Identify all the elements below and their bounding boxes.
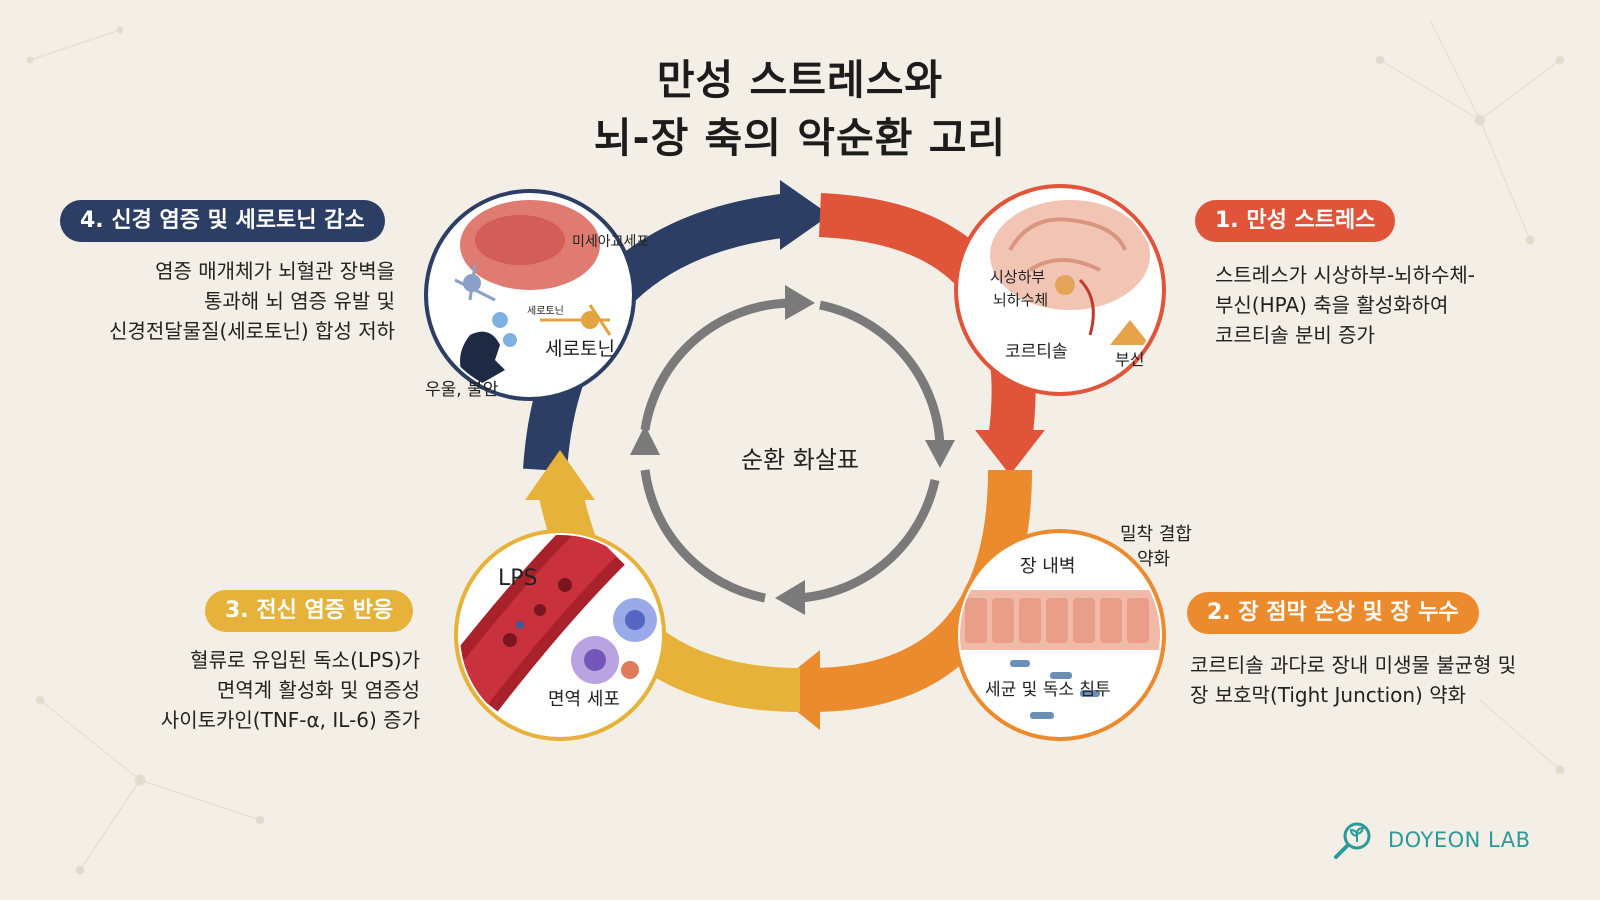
arrow-red-head [975,430,1045,475]
step-4-desc-line: 염증 매개체가 뇌혈관 장벽을 [155,259,395,283]
brain-label-serotonin: 세로토닌 [545,338,615,360]
step-1-desc-line: 코르티솔 분비 증가 [1215,323,1375,347]
step-3-desc-line: 면역계 활성화 및 염증성 [216,678,420,702]
step-2-description: 코르티솔 과다로 장내 미생물 불균형 및 장 보호막(Tight Juncti… [1190,650,1516,710]
step-1-desc-line: 부신(HPA) 축을 활성화하여 [1215,293,1449,317]
illustration-hpa-axis: 시상하부 뇌하수체 코르티솔 부신 [954,184,1166,396]
illustration-neuroinflammation: 미세아교세포 세로토닌 세로토닌 우울, 불안 [424,189,649,401]
hpa-label-hypothalamus: 시상하부 [990,268,1045,286]
magnifier-sprout-icon [1334,822,1371,859]
step-3-label: 3. 전신 염증 반응 [205,590,414,632]
step-3-description: 혈류로 유입된 독소(LPS)가 면역계 활성화 및 염증성 사이토카인(TNF… [75,645,420,735]
illustration-leaky-gut: 장 내벽 밀착 결합 약화 세균 및 독소 침투 [954,524,1192,741]
brain-label-depression-anxiety: 우울, 불안 [425,380,499,400]
center-cycle-label: 순환 화살표 [740,446,860,474]
step-4-label: 4. 신경 염증 및 세로토닌 감소 [60,200,385,242]
step-4-desc-line: 통과해 뇌 염증 유발 및 [203,289,395,313]
step-3-desc-line: 사이토카인(TNF-α, IL-6) 증가 [160,708,420,732]
gut-label-weakened: 약화 [1137,549,1170,570]
page-title-line1: 만성 스트레스와 [656,56,944,104]
step-3-desc-line: 혈류로 유입된 독소(LPS)가 [190,648,420,672]
inner-circular-arrows [640,298,945,603]
blood-label-lps: LPS [498,566,538,591]
step-1-label: 1. 만성 스트레스 [1195,200,1396,242]
hpa-label-adrenal: 부신 [1115,350,1144,369]
step-4-description: 염증 매개체가 뇌혈관 장벽을 통과해 뇌 염증 유발 및 신경전달물질(세로토… [50,256,395,346]
illustration-blood-vessel: LPS 면역 세포 [454,529,666,741]
brain-label-microglia: 미세아교세포 [572,234,649,250]
step-1-desc-line: 스트레스가 시상하부-뇌하수체- [1215,263,1475,287]
hpa-label-pituitary: 뇌하수체 [993,291,1048,309]
page-title-line2: 뇌-장 축의 악순환 고리 [593,114,1007,162]
step-4-desc-line: 신경전달물질(세로토닌) 합성 저하 [109,319,395,343]
step-2-label: 2. 장 점막 손상 및 장 누수 [1187,592,1479,634]
brand-logo: DOYEON LAB [1330,820,1531,860]
step-1-description: 스트레스가 시상하부-뇌하수체- 부신(HPA) 축을 활성화하여 코르티솔 분… [1215,260,1475,350]
gut-label-tight-junction: 밀착 결합 [1120,524,1192,545]
brand-name: DOYEON LAB [1388,828,1531,852]
gut-label-lining: 장 내벽 [1020,556,1075,577]
blood-label-immune-cells: 면역 세포 [548,689,620,710]
brain-label-serotonin-small: 세로토닌 [527,305,564,317]
arrow-navy-head [780,180,830,250]
step-2-desc-line: 장 보호막(Tight Junction) 약화 [1190,683,1467,707]
hpa-label-cortisol: 코르티솔 [1005,342,1068,362]
step-2-desc-line: 코르티솔 과다로 장내 미생물 불균형 및 [1190,653,1517,677]
gut-label-bacteria-toxins: 세균 및 독소 침투 [985,680,1111,700]
